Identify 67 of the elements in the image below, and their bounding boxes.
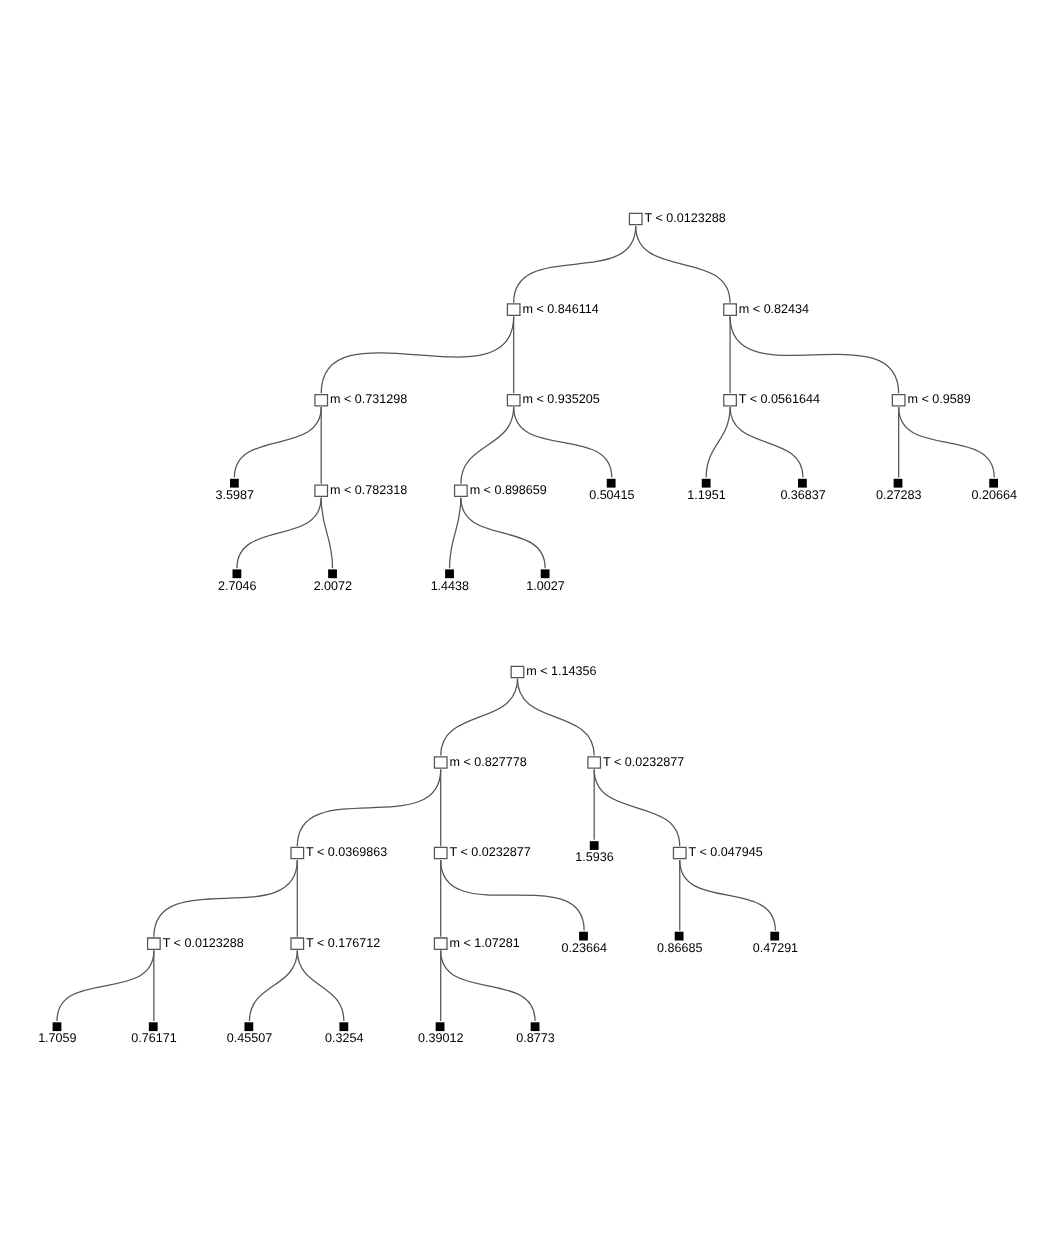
connector — [728, 314, 899, 393]
node-box — [605, 477, 615, 487]
node-box — [432, 845, 447, 859]
connector — [459, 496, 545, 568]
node-box — [627, 211, 642, 225]
node-box — [432, 936, 447, 949]
connector — [439, 858, 584, 931]
connector — [728, 405, 803, 478]
connector — [295, 858, 297, 937]
node-box — [890, 392, 905, 406]
connector — [592, 767, 680, 846]
node-box — [509, 664, 524, 678]
node-box — [243, 1021, 253, 1031]
connector — [152, 858, 297, 937]
connector — [512, 314, 514, 393]
connector — [439, 677, 518, 756]
connector — [152, 948, 154, 1021]
connector — [728, 314, 730, 393]
node-box — [434, 1021, 444, 1031]
connector — [319, 496, 333, 568]
node-box — [289, 845, 304, 859]
connector — [515, 677, 594, 756]
node-box — [505, 392, 520, 406]
node-box — [892, 477, 902, 487]
connector — [447, 496, 461, 568]
node-box — [289, 936, 304, 949]
node-box — [505, 302, 520, 315]
node-box — [700, 477, 710, 487]
connector — [235, 496, 321, 568]
node-box — [338, 1021, 348, 1031]
connector — [439, 767, 441, 846]
node-box — [147, 1021, 157, 1031]
connector — [439, 948, 535, 1021]
connector — [295, 948, 344, 1021]
node-box — [432, 755, 447, 768]
connector — [897, 405, 994, 478]
node-box — [452, 483, 467, 497]
connector — [55, 948, 154, 1021]
connector — [232, 405, 321, 478]
connector — [678, 858, 775, 931]
node-box — [673, 930, 683, 940]
node-box — [586, 755, 601, 768]
node-box — [578, 930, 587, 940]
connector — [704, 405, 730, 478]
node-box — [588, 840, 598, 849]
node-box — [722, 302, 736, 315]
node-box — [671, 845, 686, 859]
connector — [247, 948, 297, 1021]
node-box — [313, 392, 328, 406]
node-box — [313, 483, 328, 497]
node-box — [529, 1021, 539, 1031]
node-box — [51, 1021, 61, 1031]
connector — [319, 405, 321, 484]
node-box — [722, 392, 736, 406]
connector — [295, 767, 441, 846]
node-box — [229, 477, 238, 487]
node-box — [988, 477, 998, 487]
node-box — [444, 568, 453, 578]
node-box — [145, 936, 160, 949]
node-box — [327, 568, 336, 578]
connector — [634, 224, 730, 303]
node-box — [231, 568, 241, 578]
node-box — [539, 568, 549, 578]
connector — [512, 405, 612, 478]
node-box — [797, 477, 806, 487]
node-box — [769, 930, 779, 940]
connector — [319, 314, 514, 393]
